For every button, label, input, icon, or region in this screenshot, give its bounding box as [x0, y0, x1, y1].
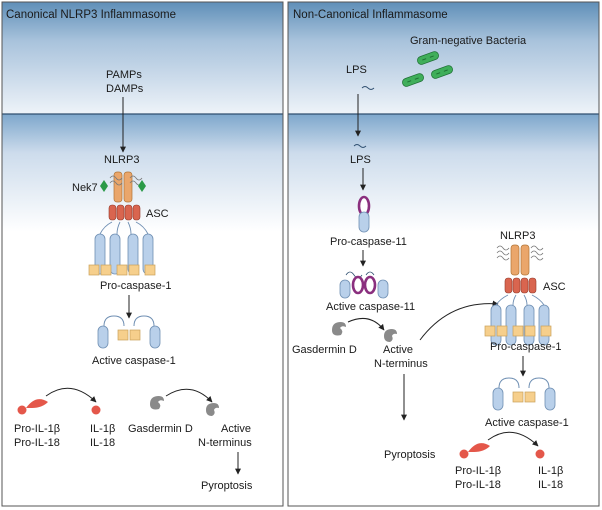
pro-il18-label-left: Pro-IL-18: [14, 437, 60, 449]
mature-cytokine-icon-right: [535, 449, 545, 459]
pro-il1b-label-right: Pro-IL-1β: [455, 465, 501, 477]
pro-il1b-label-left: Pro-IL-1β: [14, 423, 60, 435]
active-label-right: Active: [383, 344, 413, 356]
nlrp3-label-left: NLRP3: [104, 154, 139, 166]
bacteria-label: Gram-negative Bacteria: [410, 35, 527, 47]
asc-label-right: ASC: [543, 281, 566, 293]
active-label-left: Active: [221, 423, 251, 435]
il18-label-right: IL-18: [538, 479, 563, 491]
non-canonical-panel: Non-Canonical Inflammasome Gram-negative…: [287, 1, 600, 507]
lps-label-inner: LPS: [350, 154, 371, 166]
pro-caspase11-label: Pro-caspase-11: [330, 236, 407, 248]
gasdermin-label-left: Gasdermin D: [128, 423, 193, 435]
pro-caspase1-cluster-left: [88, 221, 156, 276]
il18-label-left: IL-18: [90, 437, 115, 449]
damps-label: DAMPs: [106, 83, 144, 95]
bacteria-icon: [402, 51, 453, 87]
arrow-cytokine-right: [487, 431, 539, 447]
active-caspase1-label-right: Active caspase-1: [485, 417, 569, 429]
gasdermin-icon-right: [332, 322, 346, 336]
lps-squiggle-top: [361, 86, 375, 90]
il1b-label-left: IL-1β: [90, 423, 115, 435]
nlrp3-label-right: NLRP3: [500, 230, 535, 242]
nlrp3-complex-left: [109, 171, 143, 203]
canonical-panel: Canonical NLRP3 Inflammasome PAMPs DAMPs…: [1, 1, 284, 507]
asc-left: [108, 204, 141, 221]
il1b-label-right: IL-1β: [538, 465, 563, 477]
nlrp3-complex-right: [496, 244, 544, 276]
canonical-title: Canonical NLRP3 Inflammasome: [6, 9, 176, 21]
lps-squiggle-inner: [353, 144, 367, 148]
arrow-cytokine-left: [45, 387, 97, 403]
pyroptosis-label-right: Pyroptosis: [384, 449, 436, 461]
pro-caspase1-cluster-right: [484, 294, 552, 346]
extracellular-space-right: [288, 2, 599, 114]
extracellular-space-left: [2, 2, 283, 114]
nterminus-label-right: N-terminus: [374, 358, 428, 370]
pro-caspase11: [357, 195, 371, 233]
active-caspase1-right: [492, 377, 556, 411]
active-caspase11-label: Active caspase-11: [326, 301, 415, 313]
active-caspase11: [339, 271, 389, 299]
nek7-label: Nek7: [72, 182, 98, 194]
nek7-icon: [100, 180, 146, 192]
cytoplasm-left: [2, 114, 283, 506]
pro-il18-label-right: Pro-IL-18: [455, 479, 501, 491]
arrow-nterminus-nlrp3: [419, 300, 499, 341]
pro-cytokine-icon-right: [459, 443, 490, 459]
active-caspase1-label-left: Active caspase-1: [92, 355, 176, 367]
nterminus-label-left: N-terminus: [198, 437, 252, 449]
pamps-label: PAMPs: [106, 69, 142, 81]
active-caspase1-left: [97, 315, 161, 349]
pyroptosis-label-left: Pyroptosis: [201, 480, 253, 492]
asc-right: [504, 277, 537, 294]
nterminus-icon-left: [206, 403, 219, 416]
gasdermin-label-right: Gasdermin D: [292, 344, 357, 356]
lps-label-top: LPS: [346, 64, 367, 76]
pro-caspase1-label-right: Pro-caspase-1: [490, 341, 562, 353]
arrow-gasdermin-left: [165, 388, 213, 403]
mature-cytokine-icon-left: [91, 405, 101, 415]
pro-caspase1-label-left: Pro-caspase-1: [100, 280, 172, 292]
gasdermin-icon-left: [150, 396, 164, 410]
nterminus-icon-right: [384, 329, 397, 342]
non-canonical-title: Non-Canonical Inflammasome: [293, 9, 448, 21]
pro-cytokine-icon-left: [17, 399, 48, 415]
asc-label-left: ASC: [146, 208, 169, 220]
arrow-gasdermin-right: [347, 317, 385, 331]
